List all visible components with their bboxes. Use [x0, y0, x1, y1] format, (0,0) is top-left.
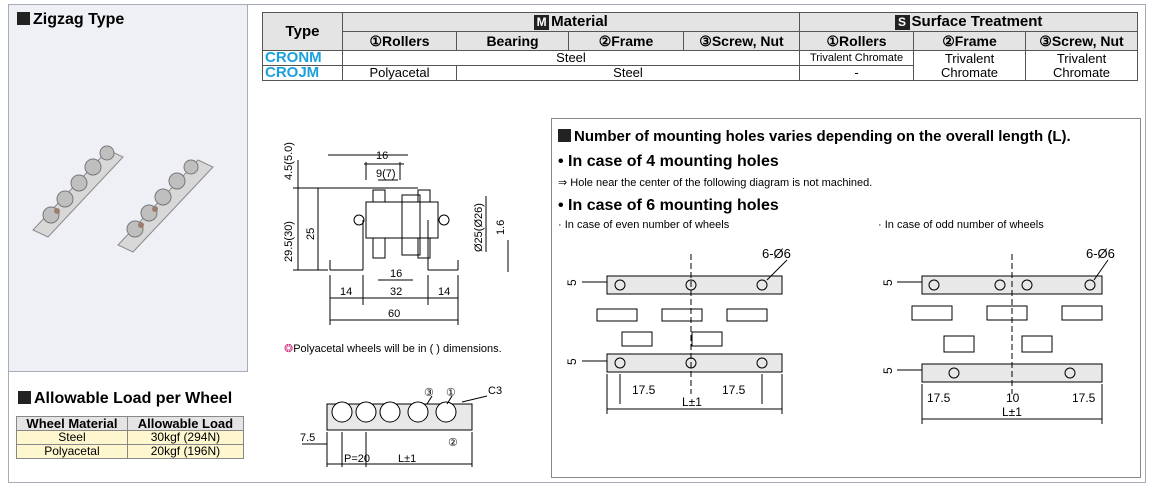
dim-60: 60 — [388, 308, 400, 320]
dim-9: 9(7) — [376, 168, 396, 180]
side-view-drawing: ③ ① C3 ② 7.5 P=20 L±1 — [300, 385, 502, 467]
label-1: ① — [446, 387, 456, 399]
load-title: Allowable Load per Wheel — [18, 390, 232, 408]
load-cell: Steel — [16, 430, 128, 445]
load-cell: 20kgf (196N) — [126, 444, 245, 459]
dim-l1: L±1 — [682, 395, 702, 409]
label-c3: C3 — [488, 385, 502, 397]
dim-5-bottom: 5 — [565, 358, 579, 365]
load-table: Wheel Material Allowable Load Steel 30kg… — [16, 416, 245, 459]
dim-p20: P=20 — [344, 453, 370, 465]
surface-screw-cell: Trivalent Chromate — [1025, 50, 1138, 81]
load-header-material: Wheel Material — [16, 416, 128, 431]
even-wheels-drawing: 6-Ø6 5 5 17.5 17.5 L±1 — [565, 246, 791, 414]
dim-29-5: 29.5(30) — [283, 221, 295, 262]
dim-16-top: 16 — [376, 150, 388, 162]
label-3: ③ — [424, 387, 434, 399]
dim-4-5: 4.5(5.0) — [283, 142, 295, 180]
dim-5-top: 5 — [565, 279, 579, 286]
mounting-holes-panel: Number of mounting holes varies dependin… — [551, 118, 1141, 478]
col-rollers: ①Rollers — [342, 31, 457, 51]
front-view-drawing: 16 9(7) 4.5(5.0) 29.5(30) 25 Ø25(Ø26) 1.… — [283, 142, 509, 325]
case6-title: • In case of 6 mounting holes — [558, 197, 779, 214]
table-row: Polyacetal 20kgf (196N) — [16, 444, 245, 459]
holes-label: 6-Ø6 — [762, 246, 791, 261]
dim-o25: Ø25(Ø26) — [473, 203, 485, 252]
odd-caption: · In case of odd number of wheels — [878, 219, 1044, 231]
table-row: CRONM Steel Trivalent Chromate Trivalent… — [262, 50, 1138, 81]
surface-rollers-cell: - — [799, 65, 914, 81]
load-cell: Polyacetal — [16, 444, 128, 459]
dim-14-left: 14 — [340, 286, 352, 298]
col-bearing: Bearing — [456, 31, 569, 51]
label-2: ② — [448, 437, 458, 449]
load-header-load: Allowable Load — [126, 416, 245, 431]
dim-5-top: 5 — [882, 279, 895, 286]
rollers-cell: Polyacetal — [342, 65, 457, 81]
dim-17-5-right: 17.5 — [1072, 391, 1096, 405]
dim-14-right: 14 — [438, 286, 450, 298]
col-frame: ②Frame — [568, 31, 684, 51]
surface-frame-cell: Trivalent Chromate — [913, 50, 1026, 81]
dim-16-mid: 16 — [390, 268, 402, 280]
dim-10: 10 — [1006, 391, 1020, 405]
holes-title: Number of mounting holes varies dependin… — [558, 128, 1071, 145]
surface-rollers-cell: Trivalent Chromate — [799, 50, 914, 66]
material-cell: Steel — [456, 65, 800, 81]
col-s-rollers: ①Rollers — [799, 31, 914, 51]
warning-icon: ❂ — [284, 343, 294, 355]
even-caption: · In case of even number of wheels — [558, 219, 730, 231]
product-photo — [32, 145, 214, 253]
col-s-frame: ②Frame — [913, 31, 1026, 51]
dim-17-5-right: 17.5 — [722, 383, 746, 397]
dim-32: 32 — [390, 286, 402, 298]
table-row: CROJM Polyacetal Steel - — [262, 65, 1138, 81]
holes-label: 6-Ø6 — [1086, 246, 1115, 261]
dim-7-5: 7.5 — [300, 432, 315, 444]
case4-title: • In case of 4 mounting holes — [558, 153, 779, 170]
dim-17-5-left: 17.5 — [632, 383, 656, 397]
material-cell: Steel — [342, 50, 800, 66]
product-photo-panel: Zigzag Type — [8, 4, 248, 372]
odd-wheels-drawing: 6-Ø6 5 5 17.5 10 17.5 L±1 — [882, 246, 1115, 424]
dim-l1: L±1 — [1002, 405, 1022, 419]
polyacetal-note: ❂Polyacetal wheels will be in ( ) dimens… — [284, 343, 502, 355]
dim-17-5-left: 17.5 — [927, 391, 951, 405]
case4-note: ⇒ Hole near the center of the following … — [558, 177, 873, 189]
dim-l1: L±1 — [398, 453, 416, 465]
load-cell: 30kgf (294N) — [126, 430, 245, 445]
type-header: Type — [262, 12, 343, 51]
dim-5-bottom: 5 — [882, 367, 895, 374]
col-screw: ③Screw, Nut — [683, 31, 800, 51]
type-code: CROJM — [262, 65, 343, 81]
col-s-screw: ③Screw, Nut — [1025, 31, 1138, 51]
dim-25: 25 — [305, 228, 317, 240]
table-row: Steel 30kgf (294N) — [16, 430, 245, 445]
dim-1-6: 1.6 — [495, 220, 507, 235]
zigzag-title: Zigzag Type — [17, 11, 124, 29]
